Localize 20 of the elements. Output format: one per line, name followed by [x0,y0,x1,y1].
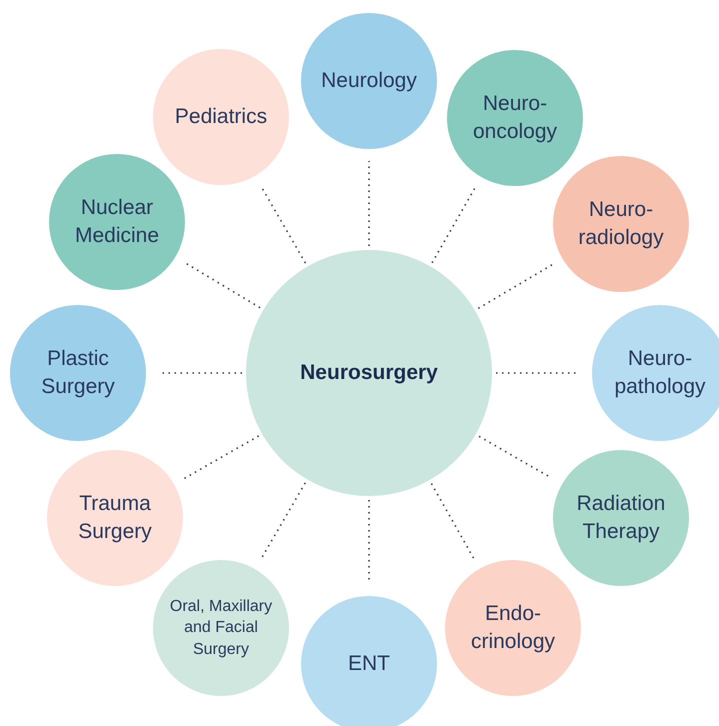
dotted-connector [430,483,474,559]
dotted-connector [431,187,476,264]
specialty-label: Neurology [320,68,418,94]
dotted-connector [260,482,306,560]
specialty-label: Plastic Surgery [40,346,116,400]
specialty-label: Nuclear Medicine [74,194,160,249]
specialty-label: Radiation Therapy [576,490,666,545]
dotted-connector [185,262,260,308]
specialty-label: Oral, Maxillary and Facial Surgery [168,596,274,660]
specialty-label: ENT [347,650,391,677]
specialty-label: Pediatrics [174,104,268,130]
dotted-connector [478,264,553,310]
dotted-connector [184,435,260,480]
specialty-label: Neuro-pathology [613,346,707,400]
dotted-connector [260,186,306,264]
specialty-label: Neuro-oncology [472,90,558,145]
specialty-label: Neurosurgery [299,360,439,386]
specialty-label: Neuro-radiology [577,196,665,251]
specialty-label: Endo-crinology [470,600,556,655]
specialty-label: Trauma Surgery [77,490,153,545]
